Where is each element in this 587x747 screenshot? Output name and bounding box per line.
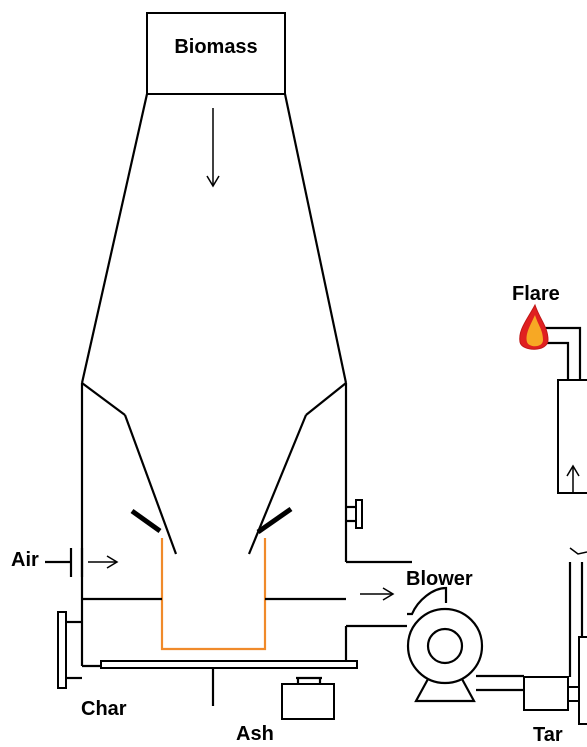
ash-box [281, 683, 335, 720]
tar-box [523, 676, 569, 711]
throat-hopper [81, 382, 347, 555]
flare-stack: Flare [512, 283, 582, 380]
char-label: Char [81, 698, 127, 720]
gasifier-reactor [80, 93, 363, 706]
char-flange [57, 611, 67, 689]
char-grate [100, 660, 358, 706]
flame-icon [519, 303, 549, 350]
tar-label: Tar [533, 724, 563, 746]
tar-trap: Tar [523, 636, 587, 746]
biomass-hopper: Biomass [146, 12, 286, 188]
biomass-feed-box [146, 12, 286, 95]
flare-label: Flare [512, 283, 560, 305]
gas-outlet-duct [346, 560, 412, 628]
char-outlet: Char [57, 611, 127, 720]
blower: Blower [406, 568, 484, 703]
cone-right-wall [283, 93, 348, 384]
ash-label: Ash [236, 723, 274, 745]
air-label: Air [11, 549, 39, 571]
cone-left-wall [80, 93, 149, 384]
feed-arrow [206, 108, 220, 188]
biomass-label: Biomass [174, 36, 257, 58]
blower-fan-icon [406, 586, 484, 703]
blower-outlet-pipe [476, 674, 524, 692]
air-inlet: Air [11, 548, 119, 577]
ash-collector: Ash [236, 676, 335, 745]
gas-riser [557, 379, 587, 677]
reduction-zone-liner [160, 538, 267, 651]
inspection-port [346, 499, 363, 529]
blower-label: Blower [406, 568, 473, 590]
